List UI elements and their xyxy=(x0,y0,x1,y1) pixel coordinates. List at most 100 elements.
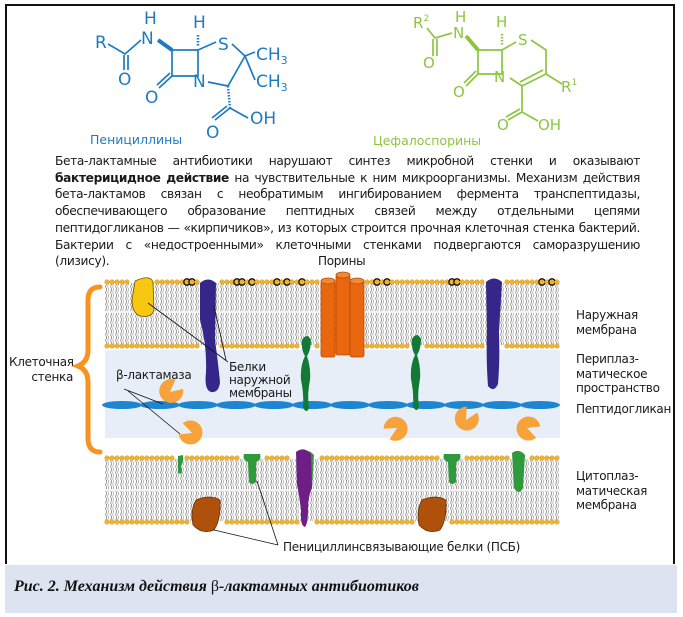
lipid-head xyxy=(184,343,190,349)
atom-ch3-a: CH3 xyxy=(256,45,288,67)
lipid-head xyxy=(379,519,385,525)
atom-h-ring: H xyxy=(496,13,507,31)
atom-n-ring: N xyxy=(193,72,206,92)
lipid-head xyxy=(384,343,390,349)
lipid-head xyxy=(474,343,480,349)
lipid-head xyxy=(159,343,165,349)
lipid-head xyxy=(349,455,355,461)
beta-lactamase xyxy=(454,406,479,431)
lipid-head xyxy=(284,455,290,461)
lipid-head xyxy=(324,455,330,461)
lipid-head xyxy=(109,519,115,525)
lipid-head xyxy=(524,279,530,285)
lipid-head xyxy=(149,519,155,525)
lipid-head xyxy=(409,455,415,461)
lipid-head xyxy=(124,343,130,349)
lipid-head xyxy=(539,519,545,525)
lipid-head xyxy=(104,343,110,349)
lipid-head xyxy=(479,455,485,461)
lipid-head xyxy=(249,343,255,349)
lipid-head xyxy=(464,455,470,461)
lipid-head xyxy=(239,519,245,525)
lipid-head xyxy=(434,343,440,349)
lipid-head xyxy=(479,519,485,525)
lipid-head xyxy=(164,343,170,349)
outer-membrane-protein-yellow xyxy=(131,277,155,317)
lipid-head xyxy=(184,455,190,461)
lipid-head xyxy=(554,279,560,285)
lipid-head xyxy=(279,455,285,461)
lipid-head xyxy=(164,455,170,461)
lipid-head xyxy=(469,455,475,461)
lipid-head xyxy=(514,343,520,349)
lipid-head xyxy=(129,343,135,349)
lipid-head xyxy=(444,343,450,349)
lipid-head xyxy=(439,343,445,349)
lipid-head xyxy=(469,519,475,525)
lipid-head xyxy=(234,455,240,461)
lipid-head xyxy=(389,279,395,285)
lipid-head xyxy=(389,455,395,461)
lipid-head xyxy=(298,278,306,286)
lipid-head xyxy=(274,343,280,349)
lipid-head xyxy=(234,519,240,525)
lipid-head xyxy=(509,519,515,525)
pbp-green-3 xyxy=(443,454,461,484)
peptidoglycan-strand xyxy=(368,401,408,409)
lipid-head xyxy=(429,455,435,461)
lipid-head xyxy=(354,455,360,461)
lipid-head xyxy=(104,519,110,525)
pbp-small xyxy=(178,455,184,474)
lipoprotein-2 xyxy=(410,335,421,410)
lipid-head xyxy=(374,455,380,461)
label-cytoplasmic-membrane: Цитоплаз- матическая мембрана xyxy=(576,469,648,512)
lipid-head xyxy=(394,343,400,349)
lipid-head xyxy=(169,279,175,285)
lipid-head xyxy=(134,455,140,461)
lipid-head xyxy=(104,279,110,285)
lipid-head xyxy=(238,278,246,286)
lipid-head xyxy=(224,279,230,285)
lipid-head xyxy=(159,455,165,461)
lipid-head xyxy=(334,455,340,461)
cephalosporin-label: Цефалоспорины xyxy=(373,133,481,148)
lipid-head xyxy=(174,519,180,525)
peptidoglycan-strand xyxy=(444,401,484,409)
lipid-head xyxy=(314,519,320,525)
atom-h-amide: H xyxy=(455,8,466,26)
lipid-head xyxy=(419,279,425,285)
lipid-head xyxy=(174,279,180,285)
lipid-head xyxy=(179,519,185,525)
lipid-head xyxy=(434,279,440,285)
label-beta-lactamase: β-лактамаза xyxy=(116,368,192,382)
lipid-head xyxy=(119,279,125,285)
lipid-head xyxy=(364,455,370,461)
lipid-head xyxy=(189,343,195,349)
lipid-head xyxy=(284,519,290,525)
lipid-head xyxy=(359,519,365,525)
lipid-head xyxy=(384,519,390,525)
lipid-head xyxy=(379,455,385,461)
lipid-head xyxy=(283,278,291,286)
lipid-head xyxy=(373,278,381,286)
lipid-head xyxy=(154,279,160,285)
lipid-head xyxy=(154,519,160,525)
lipid-head xyxy=(169,343,175,349)
lipid-head xyxy=(304,279,310,285)
beta-lactamase xyxy=(516,416,541,441)
lipid-head xyxy=(424,343,430,349)
lipid-head xyxy=(424,279,430,285)
atom-o-amide: O xyxy=(118,70,131,90)
lipid-head xyxy=(124,455,130,461)
lipid-head xyxy=(374,519,380,525)
lipid-head xyxy=(194,343,200,349)
lipid-head xyxy=(364,519,370,525)
lipid-head xyxy=(519,279,525,285)
atom-n-ring: N xyxy=(494,68,505,86)
peptidoglycan-strand xyxy=(178,401,218,409)
lipid-head xyxy=(524,519,530,525)
lipid-head xyxy=(429,343,435,349)
lipid-head xyxy=(119,519,125,525)
outer-membrane-protein-dark-1 xyxy=(200,279,220,393)
label-pbp: Пенициллинсвязывающие белки (ПСБ) xyxy=(283,540,520,554)
